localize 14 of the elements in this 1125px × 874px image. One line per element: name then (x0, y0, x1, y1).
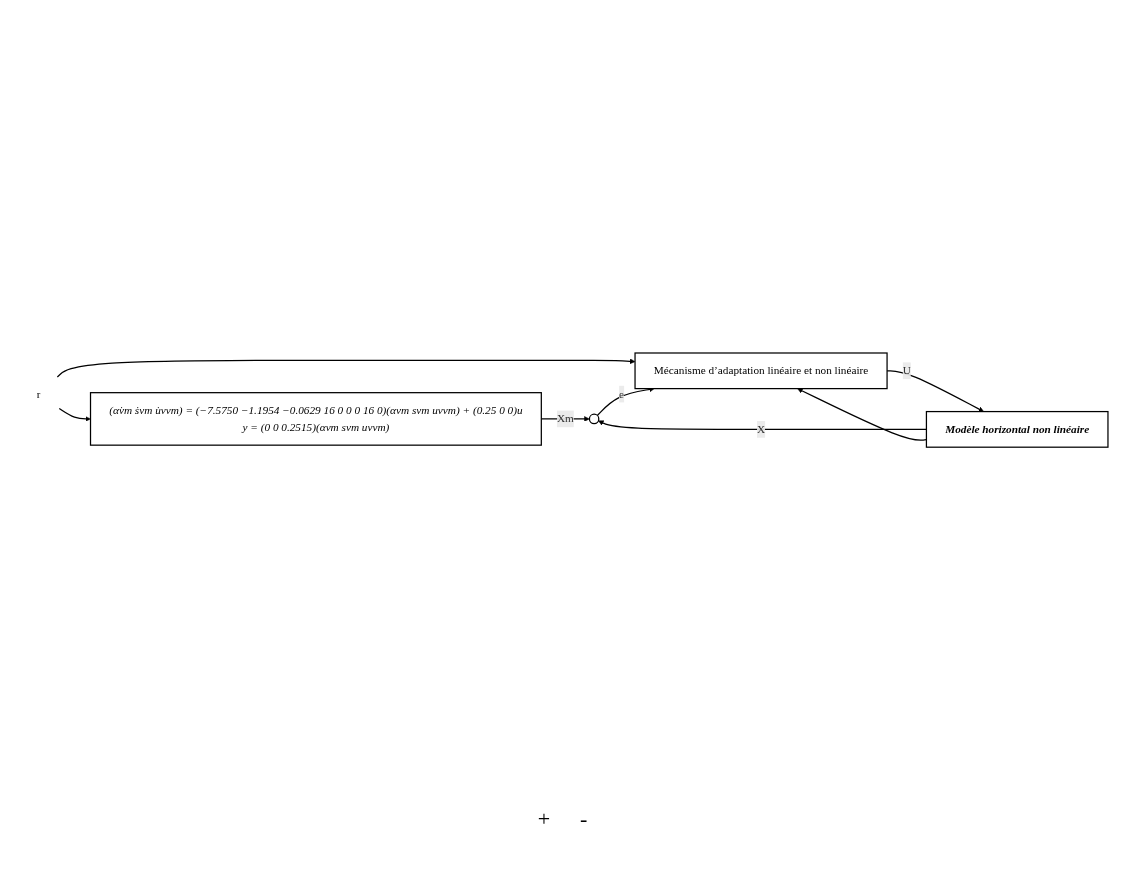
node-text: r (36, 388, 41, 401)
sign-label: - (580, 806, 588, 832)
arrow (58, 407, 91, 422)
arrow (56, 358, 635, 378)
edge-label: e (618, 387, 624, 400)
node-box: (α̇vm ṡvm u̇vvm) = (−7.5750 −1.1954 −0.0629 16 0 0 0 16 0)(αvm svm uvvm) + (0.25 0 0)u y = (0 0 0.2515)(αvm svm uvvm) (89, 391, 542, 446)
edge-label: U (902, 364, 911, 377)
arrow (596, 386, 655, 417)
node-circle (588, 413, 599, 425)
edge-label: X (756, 422, 765, 436)
node-box: Mécanisme d’adaptation linéaire et non linéaire (633, 352, 888, 390)
edge-label: Xm (556, 412, 574, 425)
sign-label: + (537, 806, 551, 832)
node-box: Modèle horizontal non linéaire (925, 410, 1109, 448)
